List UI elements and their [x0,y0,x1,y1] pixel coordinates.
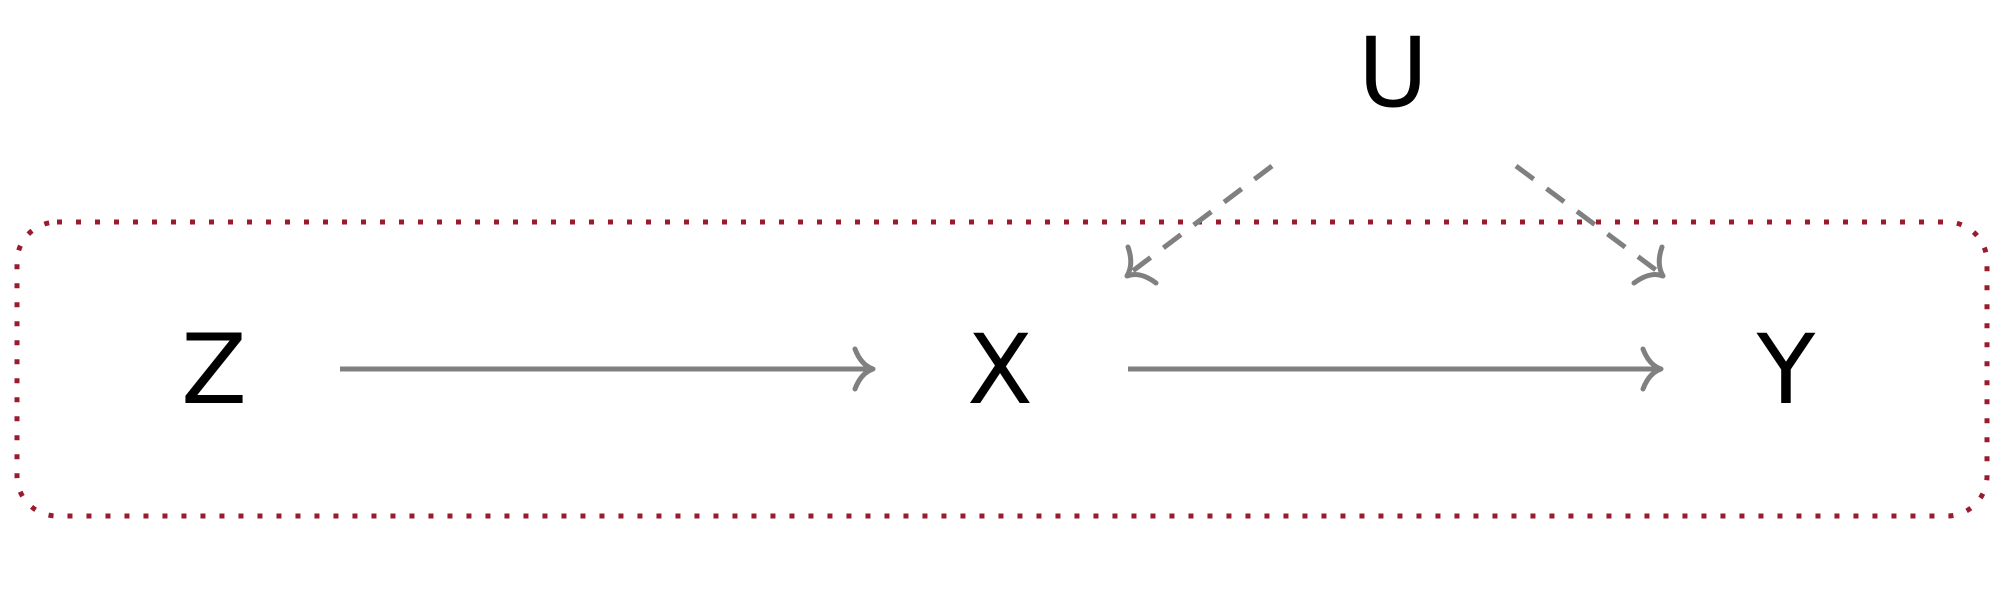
arrowhead-x-to-y [1640,346,1664,392]
arrowhead-z-to-x [852,346,876,392]
edge-u-to-x [1124,164,1274,286]
edge-u-to-y [1514,163,1666,286]
arrowhead-u-to-y [1631,244,1666,286]
node-u-label: U [1358,17,1428,129]
arrowhead-u-to-x [1124,244,1159,286]
node-x-label: X [967,314,1033,426]
edge-z-to-x [340,346,876,392]
node-z-label: Z [181,314,247,426]
observed-boundary [14,219,1990,519]
node-y-label: Y [1756,314,1816,426]
edge-x-to-y [1128,346,1664,392]
